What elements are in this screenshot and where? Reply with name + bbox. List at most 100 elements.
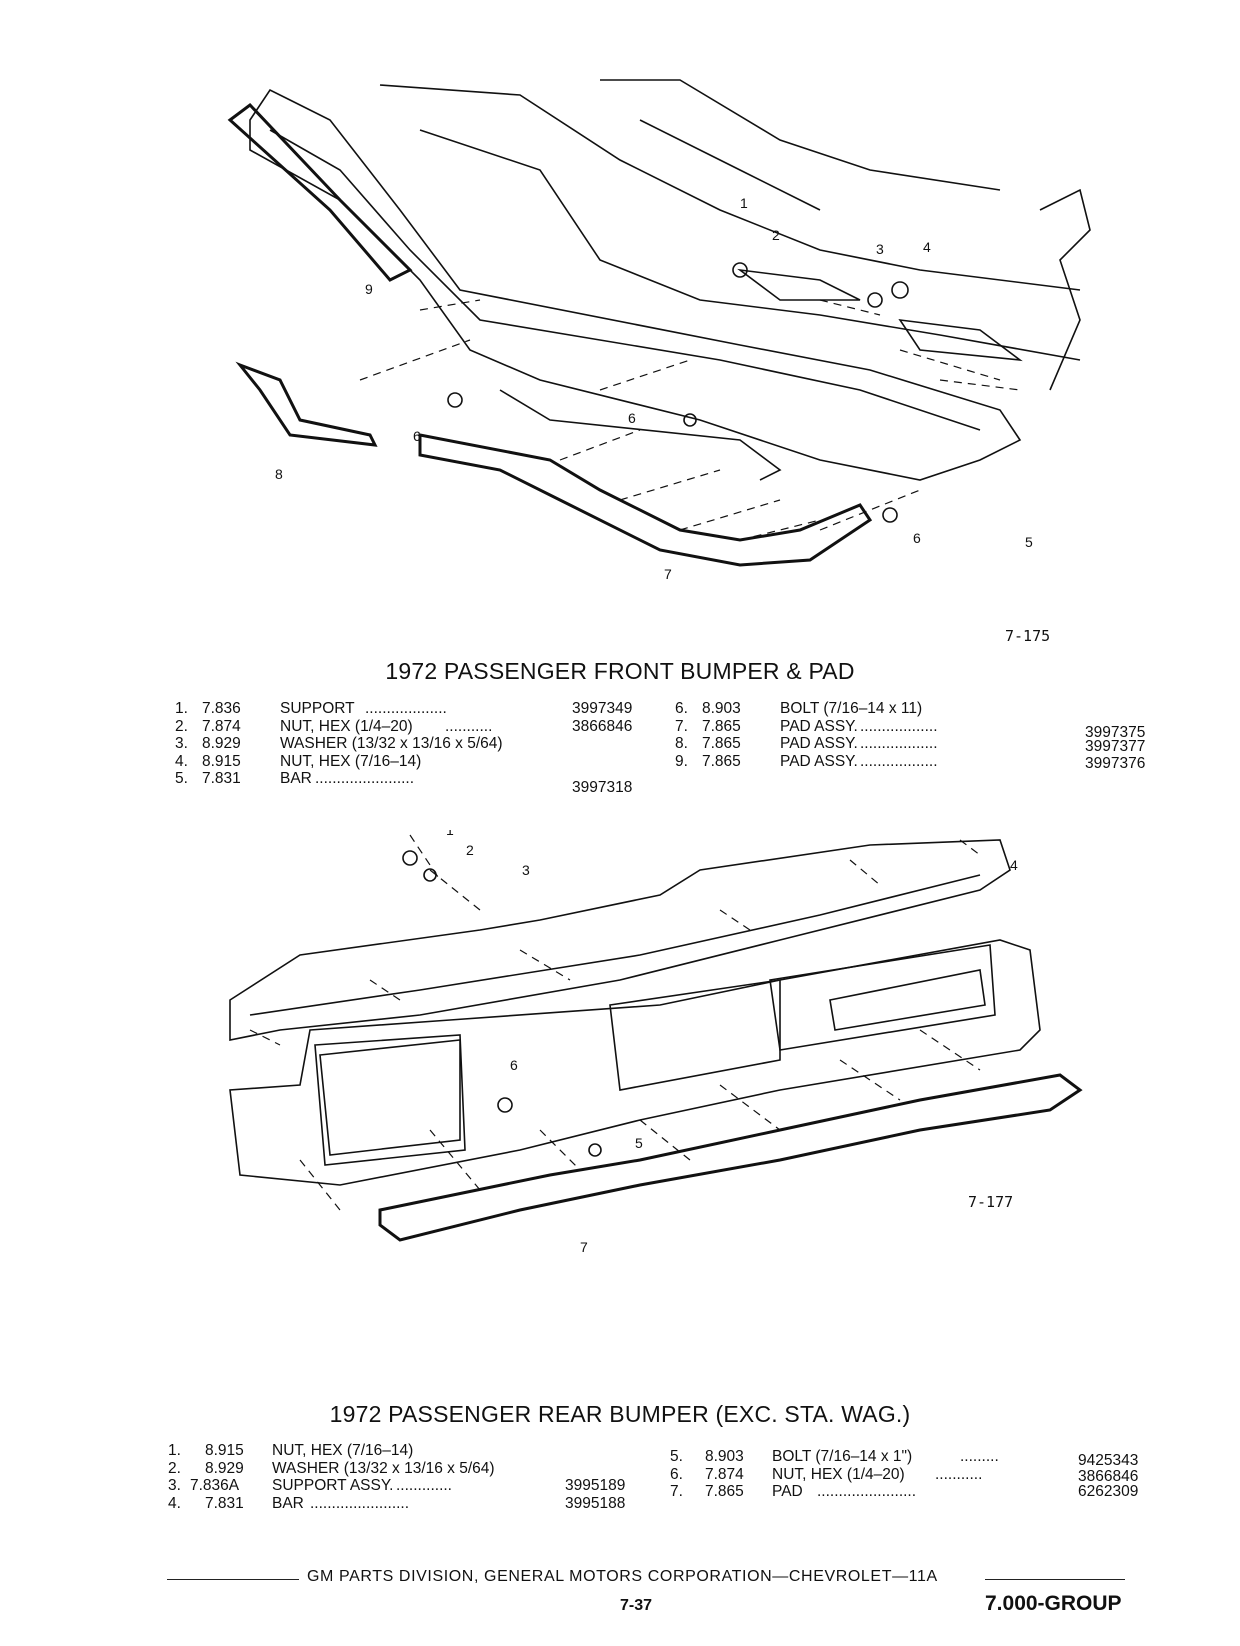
item-description: SUPPORT (280, 700, 355, 717)
item-number: 5. (175, 770, 188, 787)
item-code: 8.915 (202, 752, 241, 770)
front-title: 1972 PASSENGER FRONT BUMPER & PAD (385, 658, 855, 684)
item-description: BAR (280, 770, 312, 787)
item-part-number: 9425343 (1078, 1452, 1139, 1469)
callout-1: 1 (446, 830, 454, 838)
parts-row: 3. 7.836A SUPPORT ASSY. ............. 39… (168, 1477, 638, 1495)
item-dots: .................. (860, 752, 938, 770)
callout-8: 8 (275, 466, 283, 482)
parts-row: 5. 8.903 BOLT (7/16–14 x 1") ......... 9… (670, 1448, 1140, 1469)
callout-6c: 6 (913, 530, 921, 546)
callout-7: 7 (664, 566, 672, 582)
item-code: 7.831 (202, 770, 241, 787)
item-part-number: 6262309 (1078, 1483, 1139, 1500)
item-dots: ......... (960, 1448, 999, 1465)
rear-bumper-diagram: 1 2 3 4 5 6 7 (220, 830, 1140, 1350)
rear-bumper-drawing: 1 2 3 4 5 6 7 (229, 830, 1083, 1255)
front-figure-code: 7-175 (1005, 627, 1051, 645)
item-code: 7.874 (705, 1465, 744, 1483)
item-description: BAR (272, 1494, 304, 1512)
item-description: PAD (772, 1483, 803, 1500)
item-dots: ....................... (315, 770, 415, 787)
item-description: NUT, HEX (7/16–14) (280, 752, 422, 770)
item-code: 7.865 (702, 752, 741, 770)
callout-6b: 6 (628, 410, 636, 426)
callout-2: 2 (466, 842, 474, 858)
item-number: 6. (670, 1465, 683, 1483)
item-code: 7.831 (205, 1494, 244, 1512)
item-dots: ....................... (310, 1494, 410, 1512)
item-part-number: 3997318 (572, 779, 633, 796)
item-description: NUT, HEX (1/4–20) (280, 717, 413, 735)
callout-3: 3 (522, 862, 530, 878)
callout-4: 4 (923, 239, 931, 255)
footer-text: GM PARTS DIVISION, GENERAL MOTORS CORPOR… (307, 1568, 938, 1585)
parts-row: 5. 7.831 BAR ....................... 399… (175, 770, 645, 796)
callout-3: 3 (876, 241, 884, 257)
item-description: WASHER (13/32 x 13/16 x 5/64) (272, 1459, 495, 1477)
callout-5: 5 (635, 1135, 643, 1151)
item-code: 8.903 (705, 1448, 744, 1465)
item-code: 7.836A (190, 1477, 240, 1494)
item-code: 7.865 (702, 717, 741, 735)
callout-5: 5 (1025, 534, 1033, 550)
item-number: 7. (675, 717, 688, 735)
item-description: PAD ASSY. (780, 752, 858, 770)
item-number: 1. (168, 1442, 181, 1459)
item-description: BOLT (7/16–14 x 11) (780, 700, 923, 717)
item-dots: .................. (860, 717, 938, 735)
item-description: NUT, HEX (1/4–20) (772, 1465, 905, 1483)
item-dots: ............. (396, 1477, 452, 1494)
callout-6a: 6 (413, 428, 421, 444)
parts-row: 2. 7.874 NUT, HEX (1/4–20) ........... 3… (175, 718, 645, 736)
item-number: 3. (168, 1477, 181, 1494)
item-dots: ........... (935, 1465, 983, 1483)
parts-row: 4. 8.915 NUT, HEX (7/16–14) (175, 753, 645, 771)
item-part-number: 3995189 (565, 1477, 626, 1494)
item-code: 7.874 (202, 717, 241, 735)
item-number: 3. (175, 735, 188, 752)
callout-9: 9 (365, 281, 373, 297)
page-number: 7-37 (620, 1597, 653, 1614)
item-number: 8. (675, 735, 688, 752)
callout-2: 2 (772, 227, 780, 243)
item-number: 2. (168, 1459, 181, 1477)
item-dots: ................... (365, 700, 447, 717)
item-part-number: 3866846 (1078, 1467, 1139, 1485)
front-parts-right: 6. 8.903 BOLT (7/16–14 x 11) 7. 7.865 PA… (675, 700, 1146, 772)
item-number: 4. (175, 752, 188, 770)
item-description: NUT, HEX (7/16–14) (272, 1442, 414, 1459)
parts-row: 9. 7.865 PAD ASSY. .................. 39… (675, 752, 1146, 772)
item-part-number: 3997376 (1085, 754, 1146, 772)
item-part-number: 3997375 (1085, 723, 1146, 741)
item-part-number: 3997349 (572, 700, 633, 717)
parts-row: 2. 8.929 WASHER (13/32 x 13/16 x 5/64) (168, 1460, 638, 1478)
item-number: 9. (675, 752, 688, 770)
footer-rule-right (985, 1579, 1125, 1580)
item-number: 1. (175, 700, 188, 717)
callout-4: 4 (1010, 857, 1018, 873)
item-code: 7.865 (705, 1483, 744, 1500)
item-dots: ....................... (817, 1483, 917, 1500)
rear-title: 1972 PASSENGER REAR BUMPER (EXC. STA. WA… (329, 1401, 911, 1427)
footer-rule-left (167, 1579, 299, 1580)
item-code: 8.915 (205, 1442, 244, 1459)
item-number: 5. (670, 1448, 683, 1465)
item-number: 6. (675, 700, 688, 717)
parts-row: 4. 7.831 BAR ....................... 399… (168, 1495, 638, 1513)
item-dots: ........... (445, 717, 493, 735)
item-code: 8.903 (702, 700, 741, 717)
callout-7: 7 (580, 1239, 588, 1255)
item-code: 8.929 (205, 1459, 244, 1477)
callout-6: 6 (510, 1057, 518, 1073)
item-description: SUPPORT ASSY. (272, 1477, 394, 1494)
rear-parts-right: 5. 8.903 BOLT (7/16–14 x 1") ......... 9… (670, 1448, 1140, 1501)
rear-callouts: 1 2 3 4 5 6 7 (446, 830, 1018, 1255)
parts-row: 6. 8.903 BOLT (7/16–14 x 11) (675, 700, 1145, 718)
item-number: 7. (670, 1483, 683, 1500)
item-code: 8.929 (202, 735, 241, 752)
item-code: 7.865 (702, 735, 741, 752)
front-bumper-drawing: 1 2 3 4 5 6 6 6 7 8 9 (227, 79, 1091, 582)
item-part-number: 3866846 (572, 717, 633, 735)
front-callouts: 1 2 3 4 5 6 6 6 7 8 9 (275, 195, 1033, 582)
